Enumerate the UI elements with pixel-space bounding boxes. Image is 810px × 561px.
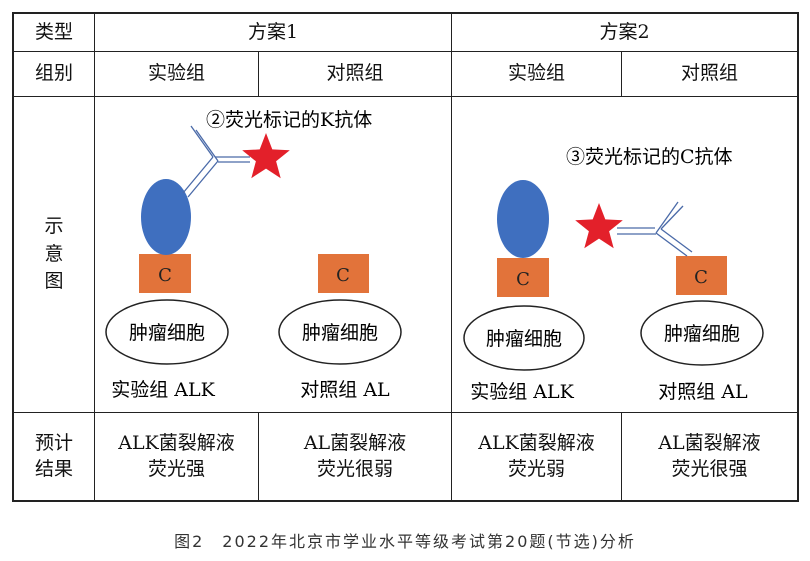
result-label: 预计 结果 <box>14 413 94 500</box>
p2-ctrl-antigen-letter: C <box>694 267 708 288</box>
p2-exp-caption: 实验组 ALK <box>470 381 574 403</box>
p1-ctrl-antigen-letter: C <box>336 265 350 286</box>
p2-ctrl-schematic: 肿瘤细胞 C ③荧光标记的C抗体 对照组 AL <box>566 146 764 403</box>
p1-exp-caption: 实验组 ALK <box>111 379 215 401</box>
p1-exp-tumor-cell <box>105 299 229 365</box>
p2-antibody-label: ③荧光标记的C抗体 <box>566 146 733 168</box>
p2-exp-antigen-letter: C <box>516 269 530 290</box>
p1-ctrl-caption: 对照组 AL <box>300 379 390 401</box>
p1-ctrl-schematic: 肿瘤细胞 C 对照组 AL <box>278 254 402 401</box>
p2-exp-result-line1: ALK菌裂解液 <box>478 431 595 454</box>
col-divider-p2-sub-result <box>621 412 622 502</box>
p2-exp-tumor-cell <box>463 305 585 371</box>
diagram-label: 示 意 图 <box>14 97 94 412</box>
result-label-line1: 预计 <box>34 431 73 454</box>
p1-exp-result: ALK菌裂解液 荧光强 <box>95 413 258 500</box>
p2-exp-k-domain <box>497 180 549 258</box>
p1-ctrl-antigen-box <box>318 254 369 293</box>
p2-ctrl-result-line2: 荧光很强 <box>671 457 748 480</box>
diagram-label-char-2: 意 <box>44 242 64 265</box>
header-plan1: 方案1 <box>247 20 299 43</box>
p2-exp-cell-label: 肿瘤细胞 <box>486 328 562 350</box>
antibody-icon <box>617 201 693 257</box>
star-icon <box>242 133 290 179</box>
col-divider-p1-sub-result <box>258 412 259 502</box>
p2-ctrl-caption: 对照组 AL <box>658 381 748 403</box>
table-border-right <box>797 12 799 502</box>
table-border-top <box>12 12 799 14</box>
p2-exp-result: ALK菌裂解液 荧光弱 <box>452 413 621 500</box>
diagram-label-char-1: 示 <box>44 215 64 238</box>
p2-ctrl-result-line1: AL菌裂解液 <box>658 431 761 454</box>
row-divider-2 <box>12 96 799 97</box>
p1-exp-antigen-box <box>139 254 191 293</box>
table-border-bottom <box>12 500 799 502</box>
col-divider-plan <box>451 12 452 502</box>
p1-exp-cell-label: 肿瘤细胞 <box>129 322 205 344</box>
header-plan2: 方案2 <box>599 20 650 43</box>
p2-ctrl-result: AL菌裂解液 荧光很强 <box>622 413 797 500</box>
p2-ctrl-cell-label: 肿瘤细胞 <box>664 323 740 345</box>
p1-ctrl-result: AL菌裂解液 荧光很弱 <box>259 413 451 500</box>
col-divider-p1-sub <box>258 51 259 97</box>
p2-ctrl-group: 对照组 <box>680 62 738 85</box>
p2-ctrl-tumor-cell <box>640 300 764 366</box>
p1-antibody-label: ②荧光标记的K抗体 <box>206 109 372 131</box>
p1-exp-result-line1: ALK菌裂解液 <box>118 431 235 454</box>
p1-ctrl-result-line1: AL菌裂解液 <box>303 431 407 454</box>
star-icon <box>575 203 623 249</box>
p1-ctrl-cell-label: 肿瘤细胞 <box>302 322 378 344</box>
header-type: 类型 <box>34 20 73 43</box>
p1-ctrl-group: 对照组 <box>326 62 384 85</box>
group-label: 组别 <box>34 62 73 85</box>
row-divider-3 <box>12 412 799 413</box>
figure-caption: 图2 2022年北京市学业水平等级考试第20题(节选)分析 <box>174 532 636 551</box>
col-divider-1 <box>94 12 95 502</box>
p2-exp-schematic: 肿瘤细胞 C 实验组 ALK <box>463 180 585 403</box>
p1-exp-result-line2: 荧光强 <box>147 457 205 480</box>
result-label-line2: 结果 <box>34 457 73 480</box>
row-divider-1 <box>12 51 799 52</box>
p1-exp-k-domain <box>141 179 191 255</box>
p1-ctrl-tumor-cell <box>278 299 402 365</box>
p1-exp-group: 实验组 <box>147 62 205 85</box>
p1-ctrl-result-line2: 荧光很弱 <box>316 457 393 480</box>
p1-exp-antigen-letter: C <box>158 265 172 286</box>
antibody-icon <box>182 125 250 198</box>
p2-ctrl-antigen-box <box>676 256 727 295</box>
table-border-left <box>12 12 14 502</box>
diagram-label-char-3: 图 <box>44 270 64 293</box>
p2-exp-group: 实验组 <box>507 62 565 85</box>
col-divider-p2-sub <box>621 51 622 97</box>
p2-exp-result-line2: 荧光弱 <box>507 457 565 480</box>
p1-exp-schematic: 肿瘤细胞 C ②荧光标记的K抗体 实验组 ALK <box>105 109 372 401</box>
p2-exp-antigen-box <box>497 258 549 297</box>
